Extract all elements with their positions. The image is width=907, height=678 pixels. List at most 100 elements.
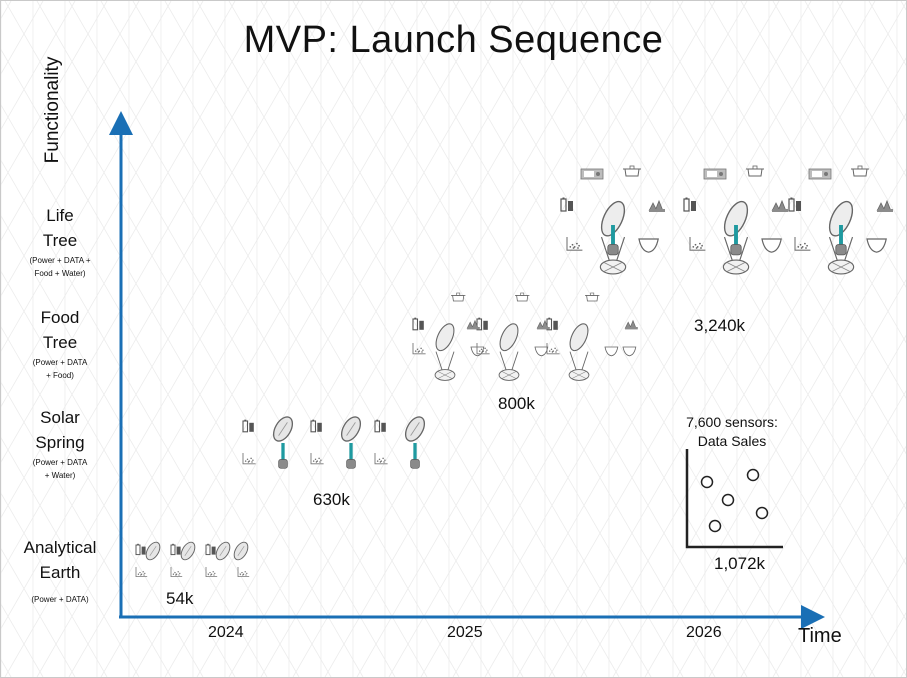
crop-icon [536, 319, 550, 330]
year-label: 2026 [686, 624, 722, 641]
oven-icon [703, 168, 727, 180]
solar-panel-icon [145, 541, 161, 561]
year-label: 2024 [208, 624, 244, 641]
bar-chart-icon [689, 237, 706, 251]
solar-panel-icon [180, 541, 196, 561]
battery-icon [560, 197, 573, 212]
solar-panel-icon [404, 416, 426, 442]
bar-chart-icon [546, 343, 560, 355]
battery-icon [242, 419, 254, 433]
page-title: MVP: Launch Sequence [243, 19, 664, 61]
tree-icon [599, 200, 627, 275]
bar-chart-icon [237, 567, 250, 578]
pot-icon [585, 292, 600, 302]
level-name-line: Solar [40, 408, 80, 427]
bowl-icon [622, 346, 637, 357]
bar-chart-icon [310, 453, 324, 465]
water-pump-icon [835, 225, 847, 256]
deployment-count: 3,240k [694, 316, 746, 335]
sensor-point [700, 475, 714, 489]
level-sub-line: Food + Water) [34, 269, 86, 278]
battery-icon [374, 419, 386, 433]
level-sub-line: + Food) [46, 371, 74, 380]
bar-chart-icon [412, 343, 426, 355]
crop-icon [648, 199, 665, 212]
tree-icon [498, 323, 520, 381]
level-name-line: Food [40, 308, 80, 327]
level-name-line: Tree [42, 333, 78, 352]
oven-icon [580, 168, 604, 180]
water-pump-icon [607, 225, 619, 256]
crop-icon [466, 319, 480, 330]
water-pump-icon [410, 443, 420, 469]
crop-icon [771, 199, 788, 212]
water-pump-icon [730, 225, 742, 256]
bar-chart-icon [476, 343, 490, 355]
sensor-point [721, 493, 735, 507]
level-label-food-tree: Food Tree (Power + DATA + Food) [1, 305, 119, 381]
pot-icon [851, 165, 869, 177]
pot-icon [623, 165, 641, 177]
crop-icon [624, 319, 638, 330]
deployment-count: 800k [498, 394, 535, 413]
level-sub-line: (Power + DATA + [29, 256, 91, 265]
sensor-title-line: 7,600 sensors: [686, 414, 778, 430]
sensor-point [708, 519, 722, 533]
battery-icon [683, 197, 696, 212]
level-name-line: Life [46, 206, 74, 225]
battery-icon [476, 317, 488, 331]
solar-panel-icon [340, 416, 362, 442]
water-pump-icon [278, 443, 288, 469]
battery-icon [788, 197, 801, 212]
level-name-line: Tree [42, 231, 78, 250]
sensor-plot-axes [685, 449, 783, 549]
sensor-count: 1,072k [714, 554, 766, 573]
pot-icon [746, 165, 764, 177]
level-sub-line: (Power + DATA [32, 458, 88, 467]
solar-panel-icon [215, 541, 231, 561]
bowl-icon [604, 346, 619, 357]
bar-chart-icon [205, 567, 218, 578]
water-pump-icon [346, 443, 356, 469]
level-label-solar-spring: Solar Spring (Power + DATA + Water) [1, 405, 119, 481]
oven-icon [808, 168, 832, 180]
level-name-line: Analytical [23, 538, 97, 557]
level-sub-line: (Power + DATA [32, 358, 88, 367]
bar-chart-icon [566, 237, 583, 251]
level-label-analytical-earth: Analytical Earth (Power + DATA) [1, 535, 119, 605]
solar-panel-icon [233, 541, 249, 561]
year-label: 2025 [447, 624, 483, 641]
bar-chart-icon [794, 237, 811, 251]
bar-chart-icon [374, 453, 388, 465]
crop-icon [876, 199, 893, 212]
tree-icon [827, 200, 855, 275]
battery-icon [310, 419, 322, 433]
x-axis-label: Time [798, 625, 842, 647]
pot-icon [451, 292, 466, 302]
sensor-title-line: Data Sales [697, 433, 767, 449]
bar-chart-icon [170, 567, 183, 578]
level-name-line: Earth [39, 563, 81, 582]
bowl-icon [534, 346, 549, 357]
battery-icon [135, 543, 146, 556]
sensor-point [755, 506, 769, 520]
tree-icon [434, 323, 456, 381]
pot-icon [515, 292, 530, 302]
bowl-icon [638, 238, 659, 253]
sensor-point [746, 468, 760, 482]
level-name-line: Spring [35, 433, 85, 452]
tree-icon [722, 200, 750, 275]
sensor-plot [685, 449, 783, 549]
level-sub-line: (Power + DATA) [31, 595, 89, 604]
level-sub-line: + Water) [44, 471, 76, 480]
solar-panel-icon [272, 416, 294, 442]
battery-icon [546, 317, 558, 331]
bar-chart-icon [242, 453, 256, 465]
battery-icon [170, 543, 181, 556]
sensor-title: 7,600 sensors: Data Sales [667, 413, 797, 451]
battery-icon [412, 317, 424, 331]
bar-chart-icon [135, 567, 148, 578]
